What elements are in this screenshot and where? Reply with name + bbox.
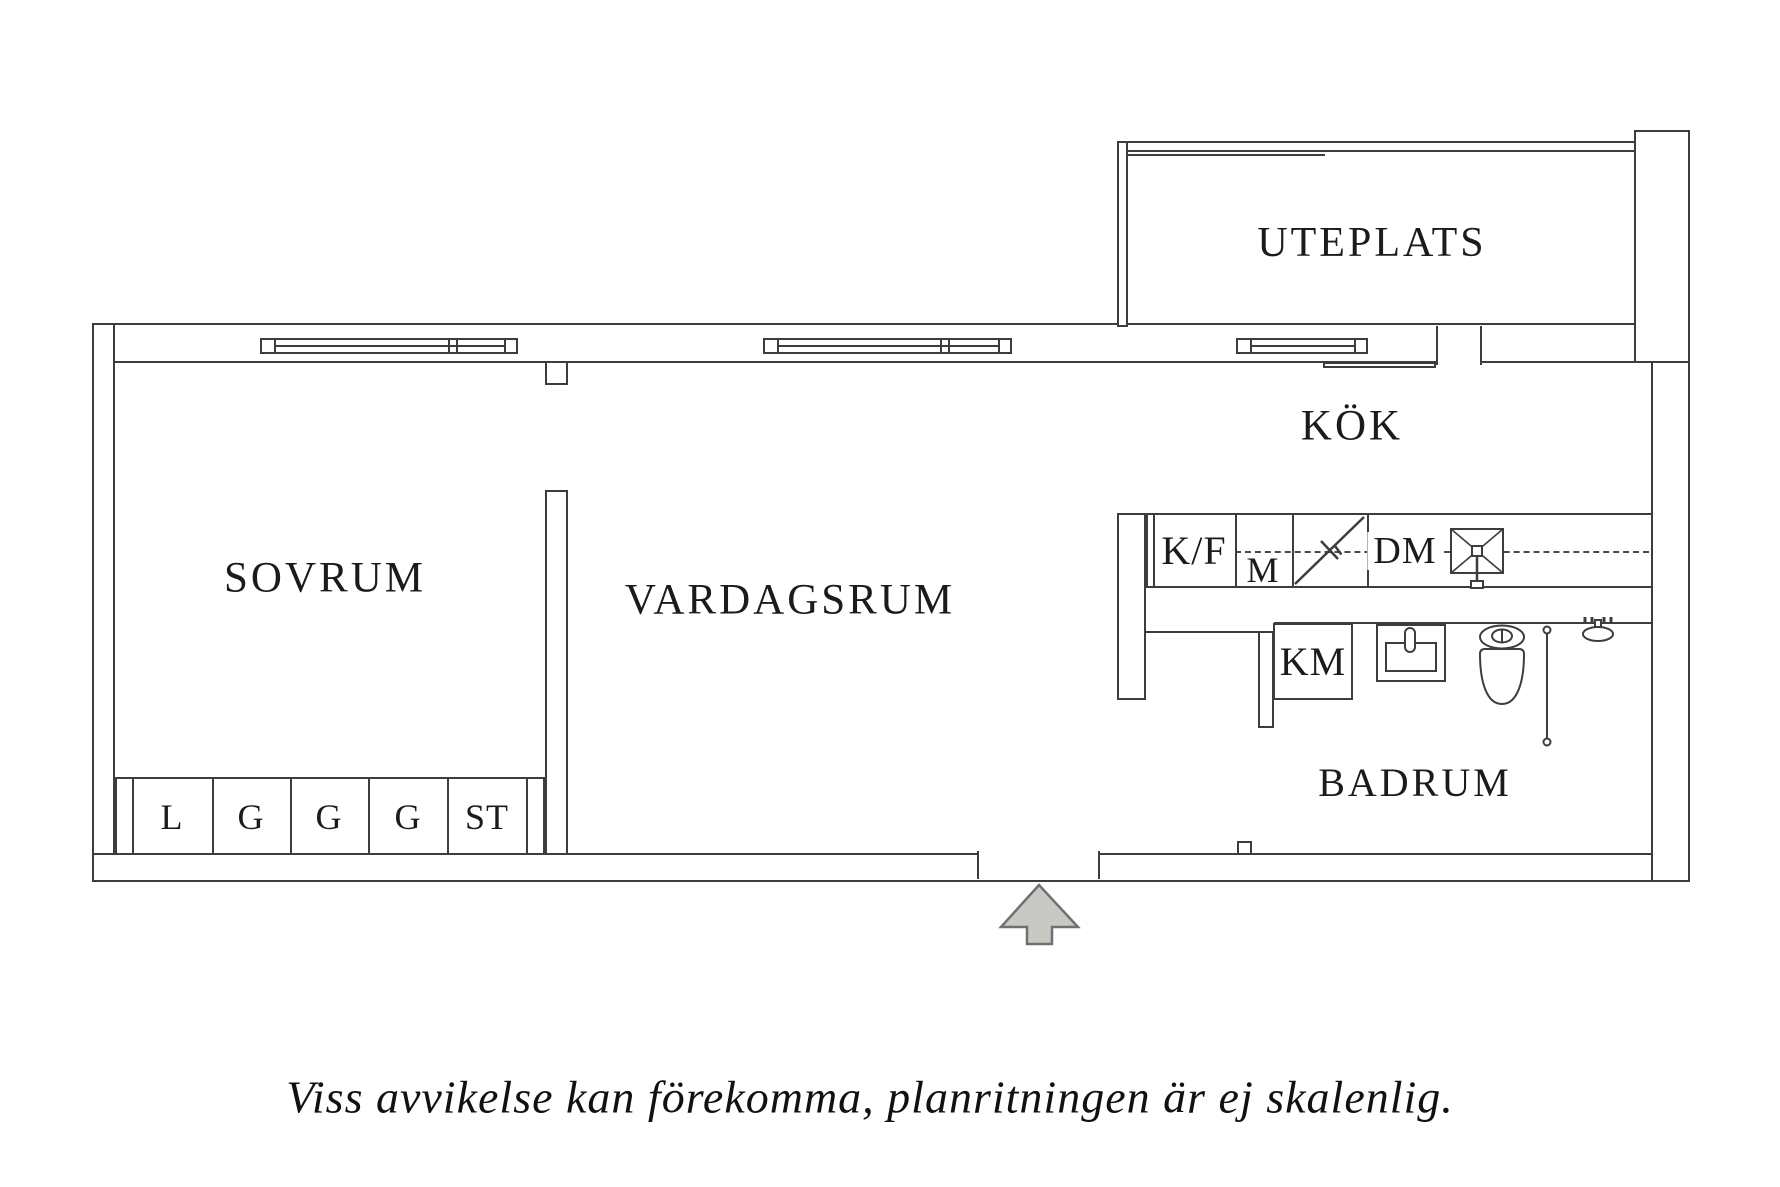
- closet-label-g2: G: [315, 797, 343, 837]
- partition-stub: [545, 361, 568, 385]
- right-wall: [1651, 361, 1690, 882]
- kok-label: KÖK: [1300, 402, 1404, 450]
- closet-label-g1: G: [237, 797, 265, 837]
- hall-step-line: [1146, 631, 1260, 633]
- shower-head-icon: [1582, 617, 1614, 642]
- vardagsrum-window: [763, 338, 1012, 354]
- micro-label: M: [1246, 550, 1280, 590]
- uteplats-door-leaf: [1323, 362, 1436, 368]
- kok-window: [1236, 338, 1368, 354]
- washer-box: [1273, 623, 1353, 700]
- badrum-label: BADRUM: [1318, 760, 1512, 805]
- closet-label-g3: G: [394, 797, 422, 837]
- vardagsrum-label: VARDAGSRUM: [624, 576, 956, 624]
- fridge-freezer-label: K/F: [1161, 528, 1227, 573]
- entry-door-opening: [977, 851, 1100, 879]
- toilet-icon: [1478, 624, 1526, 706]
- stove-icon: [1294, 516, 1365, 585]
- uteplats-gate-line: [1128, 154, 1325, 156]
- sovrum-window: [260, 338, 518, 354]
- uteplats-label: UTEPLATS: [1257, 220, 1487, 266]
- uteplats-left-fence: [1117, 141, 1128, 327]
- hall-west-wall: [1117, 513, 1146, 700]
- disclaimer-caption: Viss avvikelse kan förekomma, planritnin…: [286, 1071, 1454, 1123]
- closet-label-st: ST: [464, 797, 510, 837]
- dishwasher-label: DM: [1367, 532, 1443, 570]
- left-wall: [92, 323, 115, 882]
- washer-label: KM: [1279, 639, 1347, 684]
- entrance-arrow-icon: [998, 883, 1081, 946]
- closet-label-l: L: [160, 797, 184, 837]
- kitchen-sink-icon: [1450, 528, 1504, 589]
- shower-rail-icon: [1542, 625, 1552, 747]
- bathroom-door-jamb: [1237, 841, 1252, 855]
- uteplats-door-opening: [1436, 326, 1482, 365]
- bathroom-north-line: [1274, 622, 1653, 624]
- sovrum-partition-wall: [545, 490, 568, 855]
- right-upper-wall: [1634, 130, 1690, 363]
- bottom-wall: [92, 853, 1690, 882]
- sovrum-label: SOVRUM: [224, 554, 426, 602]
- uteplats-top-fence: [1117, 141, 1636, 152]
- bathroom-west-wall: [1258, 631, 1274, 728]
- closet-row: [115, 777, 545, 855]
- sink-faucet-icon: [1404, 627, 1416, 653]
